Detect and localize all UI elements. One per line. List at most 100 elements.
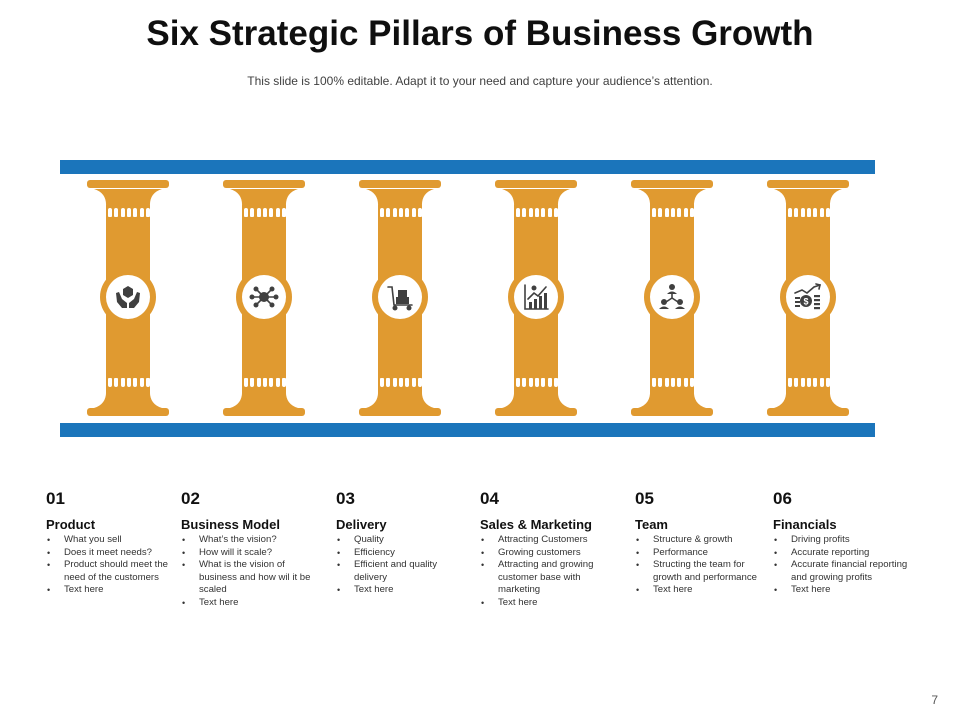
slide-subtitle: This slide is 100% editable. Adapt it to…: [247, 74, 713, 88]
bullet-item: Performance: [635, 547, 775, 560]
pillar-flutes-top: [788, 208, 830, 217]
pillar-bottom-neck: [502, 390, 570, 408]
pillar-flutes-bottom: [788, 378, 830, 387]
bullet-list: What’s the vision? How will it scale? Wh…: [181, 534, 321, 610]
pillar-medallion: [508, 269, 564, 325]
pillar-top-neck: [230, 189, 298, 207]
pillar-bottom-neck: [638, 390, 706, 408]
pillar-medallion: [644, 269, 700, 325]
financial-growth-icon: $: [794, 283, 821, 310]
pillar-text-5: 05 Team Structure & growth Performance S…: [635, 489, 775, 597]
hand-truck-icon: [387, 286, 413, 311]
pillar-heading: Business Model: [181, 517, 280, 532]
pillar-text-2: 02 Business Model What’s the vision? How…: [181, 489, 321, 610]
pillar-5: [631, 180, 715, 418]
pillar-medallion: [100, 269, 156, 325]
pillar-2: [223, 180, 307, 418]
pillar-top-neck: [94, 189, 162, 207]
pillar-heading: Financials: [773, 517, 837, 532]
page-number: 7: [931, 693, 938, 707]
bullet-item: Accurate reporting: [773, 547, 913, 560]
pillar-flutes-bottom: [108, 378, 150, 387]
pillar-bottom-cap: [495, 408, 577, 416]
bullet-item: Text here: [773, 584, 913, 597]
team-icon: [659, 284, 685, 309]
bullet-list: Quality Efficiency Efficient and quality…: [336, 534, 476, 597]
bullet-item: Efficiency: [336, 547, 476, 560]
pillar-number: 02: [181, 489, 200, 508]
bullet-item: Text here: [635, 584, 775, 597]
pillar-text-1: 01 Product What you sell Does it meet ne…: [46, 489, 186, 597]
bullet-list: Structure & growth Performance Structing…: [635, 534, 775, 597]
pillar-bottom-cap: [87, 408, 169, 416]
pillar-bottom-cap: [223, 408, 305, 416]
top-beam: [60, 160, 875, 174]
pillar-top-neck: [774, 189, 842, 207]
pillar-4: [495, 180, 579, 418]
pillar-1: [87, 180, 171, 418]
bullet-item: How will it scale?: [181, 547, 321, 560]
bullet-item: Text here: [46, 584, 186, 597]
pillar-heading: Team: [635, 517, 668, 532]
bullet-item: Product should meet the need of the cust…: [46, 559, 168, 584]
slide-title: Six Strategic Pillars of Business Growth: [146, 14, 814, 53]
pillar-flutes-bottom: [244, 378, 286, 387]
pillar-number: 03: [336, 489, 355, 508]
pillar-bottom-cap: [631, 408, 713, 416]
pillar-6: $: [767, 180, 851, 418]
pillar-top-cap: [359, 180, 441, 188]
bullet-item: Text here: [480, 597, 620, 610]
pillar-text-6: 06 Financials Driving profits Accurate r…: [773, 489, 913, 597]
pillar-flutes-bottom: [652, 378, 694, 387]
pillar-bottom-cap: [359, 408, 441, 416]
pillar-top-neck: [638, 189, 706, 207]
pillar-medallion: [372, 269, 428, 325]
bullet-list: Attracting Customers Growing customers A…: [480, 534, 620, 610]
pillar-top-cap: [495, 180, 577, 188]
pillar-number: 05: [635, 489, 654, 508]
svg-text:$: $: [803, 297, 808, 307]
pillar-bottom-neck: [774, 390, 842, 408]
bullet-item: Attracting Customers: [480, 534, 620, 547]
bullet-list: What you sell Does it meet needs? Produc…: [46, 534, 186, 597]
pillar-number: 06: [773, 489, 792, 508]
bullet-item: Structure & growth: [635, 534, 775, 547]
bullet-item: Driving profits: [773, 534, 913, 547]
pillar-flutes-top: [244, 208, 286, 217]
pillar-flutes-top: [108, 208, 150, 217]
bullet-item: Efficient and quality delivery: [336, 559, 458, 584]
bullet-item: Text here: [336, 584, 476, 597]
pillar-flutes-top: [652, 208, 694, 217]
bullet-item: Does it meet needs?: [46, 547, 186, 560]
bottom-beam: [60, 423, 875, 437]
bullet-item: Structing the team for growth and perfor…: [635, 559, 761, 584]
bullet-item: What is the vision of business and how w…: [181, 559, 311, 597]
pillar-flutes-bottom: [380, 378, 422, 387]
bullet-item: Accurate financial reporting and growing…: [773, 559, 909, 584]
bullet-item: What you sell: [46, 534, 186, 547]
pillar-bottom-neck: [366, 390, 434, 408]
hands-box-icon: [116, 286, 140, 308]
pillar-medallion: $: [780, 269, 836, 325]
pillar-top-cap: [767, 180, 849, 188]
pillar-text-3: 03 Delivery Quality Efficiency Efficient…: [336, 489, 476, 597]
pillar-number: 01: [46, 489, 65, 508]
pillar-top-neck: [366, 189, 434, 207]
network-icon: [249, 286, 279, 308]
pillar-top-cap: [631, 180, 713, 188]
bullet-item: Quality: [336, 534, 476, 547]
pillar-heading: Sales & Marketing: [480, 517, 592, 532]
pillar-flutes-top: [516, 208, 558, 217]
pillar-bottom-neck: [94, 390, 162, 408]
pillar-top-cap: [223, 180, 305, 188]
bullet-item: Attracting and growing customer base wit…: [480, 559, 610, 597]
pillar-heading: Product: [46, 517, 96, 532]
pillar-medallion: [236, 269, 292, 325]
pillar-bottom-cap: [767, 408, 849, 416]
pillar-flutes-top: [380, 208, 422, 217]
pillar-bottom-neck: [230, 390, 298, 408]
pillar-text-4: 04 Sales & Marketing Attracting Customer…: [480, 489, 620, 610]
pillar-top-neck: [502, 189, 570, 207]
